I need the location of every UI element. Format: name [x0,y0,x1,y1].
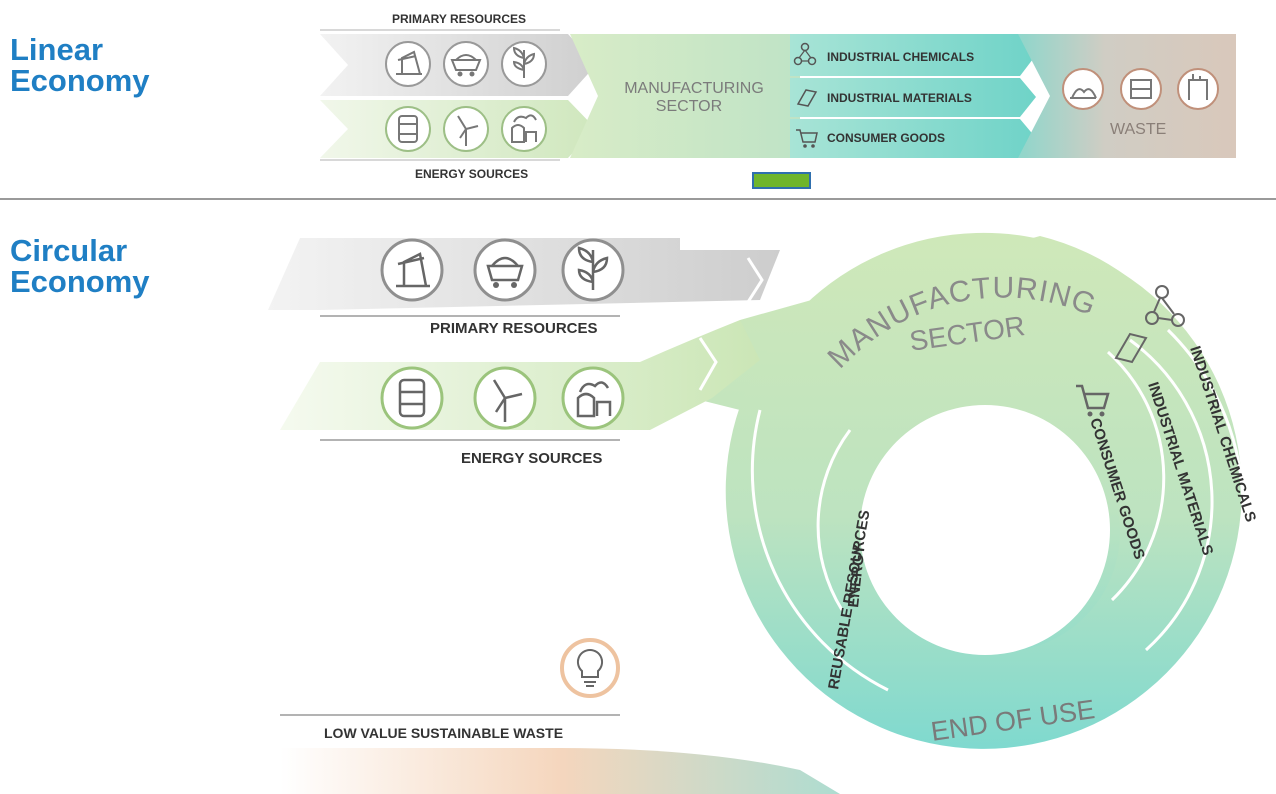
chevron-separator-1 [746,257,764,303]
circular-economy-heading: Circular Economy [10,235,150,297]
linear-output-3: CONSUMER GOODS [827,131,946,145]
circular-primary-label: PRIMARY RESOURCES [430,320,598,337]
linear-manufacturing-line1: MANUFACTURING [624,80,764,97]
oil-pump-icon [380,238,444,302]
linear-diagram [320,29,1236,189]
linear-waste-label: WASTE [1110,121,1167,138]
low-value-waste-band [280,748,840,794]
consumer-goods-arc [1106,350,1166,602]
section-divider [0,198,1276,200]
chemical-molecule-icon [1145,285,1185,327]
oil-barrel-icon [385,106,431,152]
oil-barrel-icon [380,366,444,430]
chemical-molecule-icon [793,42,817,66]
shopping-cart-icon [796,129,818,148]
circular-energy-label: ENERGY SOURCES [461,450,603,467]
linear-title-line2: Economy [10,63,150,98]
circular-title-line2: Economy [10,264,150,299]
ring-center [860,405,1110,655]
linear-output-band-3 [790,119,1036,158]
circular-title-line1: Circular [10,233,128,268]
mine-cart-icon [473,238,537,302]
lightbulb-icon [560,638,620,698]
linear-primary-label: PRIMARY RESOURCES [392,12,527,26]
plant-icon [501,41,547,87]
factory-waste-icon [1177,68,1219,110]
wind-turbine-icon [443,106,489,152]
linear-energy-label: ENERGY SOURCES [415,167,529,181]
linear-output-1: INDUSTRIAL CHEMICALS [827,50,975,64]
wind-turbine-icon [473,366,537,430]
materials-icon [1114,332,1148,364]
materials-icon [796,89,818,107]
linear-manufacturing-band [570,34,800,158]
linear-output-band-2 [790,78,1036,117]
oil-pump-icon [385,41,431,87]
industrial-chemicals-arc [1166,328,1245,673]
plant-icon [561,238,625,302]
circular-diagram: MANUFACTURING SECTOR CONSUMER GOODS INDU… [268,232,1259,794]
industrial-materials-arc [1129,338,1214,652]
energy-return-label: ENERGY [845,544,869,609]
circular-waste-label: LOW VALUE SUSTAINABLE WASTE [324,725,564,741]
linear-manufacturing-line2: SECTOR [655,98,723,115]
linear-output-2: INDUSTRIAL MATERIALS [827,91,972,105]
linear-output-band-1 [790,34,1036,76]
shopping-cart-icon [1076,384,1110,417]
power-plant-icon [561,366,625,430]
chevron-separator-2 [698,337,718,391]
linear-progress-marker [752,172,811,189]
energy-arc [816,429,852,611]
linear-economy-heading: Linear Economy [10,34,150,96]
landfill-icon [1062,68,1104,110]
incinerator-icon [1120,68,1162,110]
power-plant-icon [501,106,547,152]
linear-title-line1: Linear [10,32,104,67]
circular-ring-outer [725,232,1242,749]
mine-cart-icon [443,41,489,87]
linear-manufacturing-label: MANUFACTURING SECTOR [606,80,782,116]
reusable-resources-arc [750,409,889,692]
